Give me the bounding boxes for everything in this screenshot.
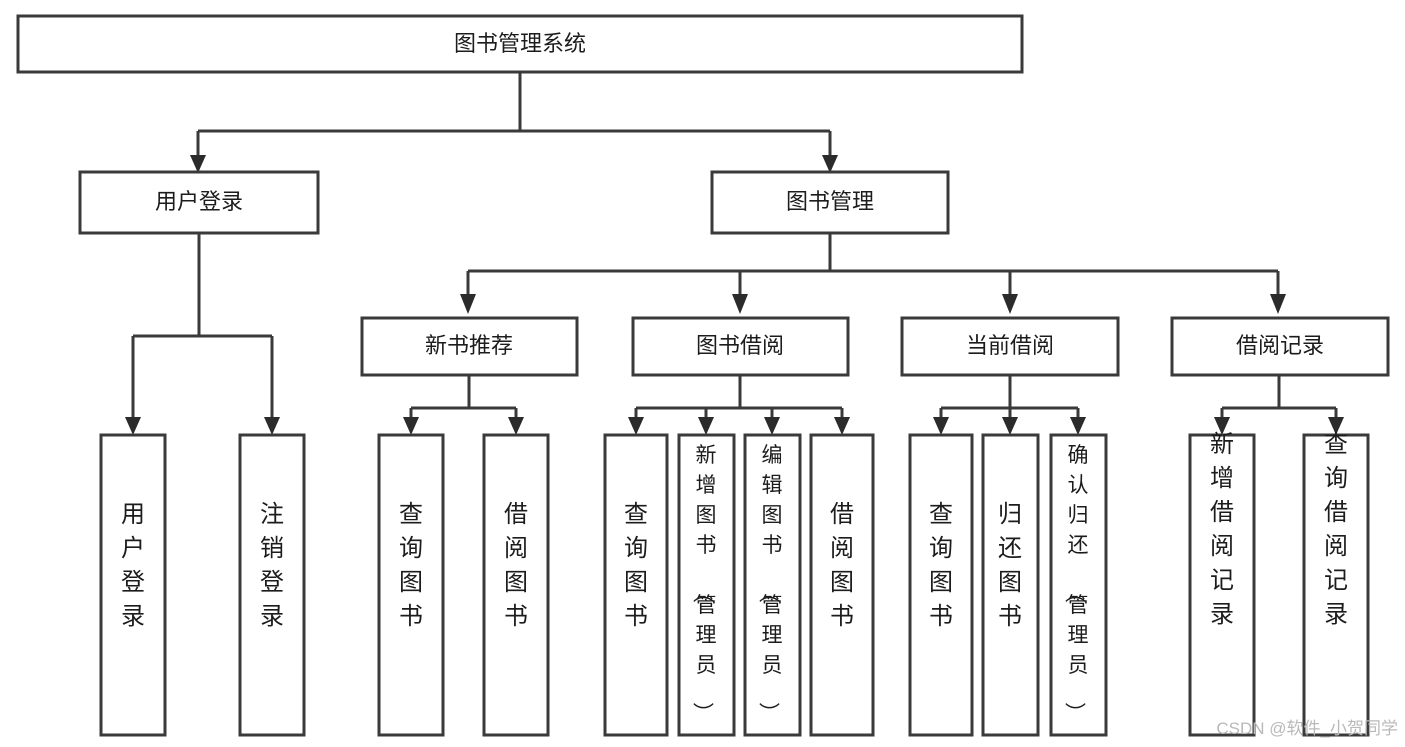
node-user-login[interactable]: 用户登录: [78, 170, 320, 235]
node-current-borrow-box[interactable]: [900, 316, 1120, 377]
leaf-query-book-3-box[interactable]: [908, 433, 974, 737]
arrow-leaf-query-borrow-record: [1328, 417, 1344, 435]
leaf-add-borrow-record-label: 新增借阅记录: [1210, 431, 1234, 628]
arrow-leaf-borrow-book-2: [834, 417, 850, 435]
leaf-add-borrow-record[interactable]: 新增借阅记录: [1188, 431, 1256, 737]
leaf-query-book-1[interactable]: 查询图书: [377, 433, 445, 737]
leaf-return-book-label: 归还图书: [998, 501, 1022, 630]
leaf-query-book-1-label: 查询图书: [399, 501, 423, 630]
leaf-query-borrow-record-box[interactable]: [1302, 433, 1370, 737]
arrow-leaf-user-login: [125, 417, 141, 435]
arrow-book-borrow: [732, 294, 748, 314]
arrow-leaf-query-book-3: [933, 417, 949, 435]
arrow-user-login: [190, 155, 206, 173]
leaf-borrow-book-2-label: 借阅图书: [830, 501, 854, 630]
node-new-book-recommend-label: 新书推荐: [425, 333, 513, 358]
leaf-borrow-book-2-box[interactable]: [809, 433, 875, 737]
leaf-return-book-box[interactable]: [981, 433, 1040, 737]
leaf-query-book-3-label: 查询图书: [929, 501, 953, 630]
arrow-leaf-confirm-return-admin: [1070, 417, 1086, 435]
node-user-login-label: 用户登录: [155, 189, 243, 214]
leaf-return-book[interactable]: 归还图书: [981, 433, 1040, 737]
leaf-edit-book-admin-box[interactable]: [743, 433, 802, 737]
arrow-leaf-query-book-1: [403, 417, 419, 435]
leaf-user-login-box[interactable]: [99, 433, 167, 737]
node-book-manage[interactable]: 图书管理: [710, 170, 950, 235]
arrow-new-book-recommend: [460, 294, 476, 314]
leaf-confirm-return-admin[interactable]: 确认归还（管理员）: [1049, 433, 1108, 737]
node-new-book-recommend[interactable]: 新书推荐: [360, 316, 579, 377]
node-root[interactable]: 图书管理系统: [16, 14, 1024, 74]
node-borrow-record-box[interactable]: [1170, 316, 1390, 377]
node-current-borrow-label: 当前借阅: [966, 333, 1054, 358]
connector-layer: [125, 72, 1344, 435]
node-book-manage-box[interactable]: [710, 170, 950, 235]
node-book-borrow-label: 图书借阅: [696, 333, 784, 358]
leaf-logout-login-label: 注销登录: [260, 501, 284, 630]
node-borrow-record[interactable]: 借阅记录: [1170, 316, 1390, 377]
leaf-edit-book-admin-label: 编辑图书（管理员）: [757, 444, 783, 723]
node-new-book-recommend-box[interactable]: [360, 316, 579, 377]
node-borrow-record-label: 借阅记录: [1236, 333, 1324, 358]
leaf-query-book-2[interactable]: 查询图书: [603, 433, 669, 737]
leaf-add-borrow-record-box[interactable]: [1188, 433, 1256, 737]
arrow-leaf-logout-login: [264, 417, 280, 435]
leaf-borrow-book-1-box[interactable]: [482, 433, 550, 737]
leaf-logout-login-box[interactable]: [238, 433, 306, 737]
leaf-add-book-admin[interactable]: 新增图书（管理员）: [677, 433, 736, 737]
node-current-borrow[interactable]: 当前借阅: [900, 316, 1120, 377]
arrow-leaf-add-book-admin: [698, 417, 714, 435]
leaf-user-login[interactable]: 用户登录: [99, 433, 167, 737]
leaf-borrow-book-1-label: 借阅图书: [504, 501, 528, 630]
leaf-query-book-3[interactable]: 查询图书: [908, 433, 974, 737]
arrow-current-borrow: [1002, 294, 1018, 314]
leaf-logout-login[interactable]: 注销登录: [238, 433, 306, 737]
leaf-add-book-admin-box[interactable]: [677, 433, 736, 737]
node-book-borrow[interactable]: 图书借阅: [631, 316, 850, 377]
leaf-query-borrow-record[interactable]: 查询借阅记录: [1302, 431, 1370, 737]
leaf-query-book-2-box[interactable]: [603, 433, 669, 737]
leaf-borrow-book-1[interactable]: 借阅图书: [482, 433, 550, 737]
node-root-label: 图书管理系统: [454, 31, 586, 56]
arrow-borrow-record: [1270, 294, 1286, 314]
leaf-query-book-1-box[interactable]: [377, 433, 445, 737]
arrow-leaf-query-book-2: [628, 417, 644, 435]
leaf-confirm-return-admin-label: 确认归还（管理员）: [1063, 444, 1089, 723]
csdn-watermark: CSDN @软件_小贺同学: [1216, 719, 1398, 738]
node-book-borrow-box[interactable]: [631, 316, 850, 377]
leaf-add-book-admin-label: 新增图书（管理员）: [691, 444, 717, 723]
node-user-login-box[interactable]: [78, 170, 320, 235]
leaf-query-borrow-record-label: 查询借阅记录: [1324, 431, 1348, 628]
leaf-confirm-return-admin-box[interactable]: [1049, 433, 1108, 737]
node-root-box[interactable]: [16, 14, 1024, 74]
leaf-edit-book-admin[interactable]: 编辑图书（管理员）: [743, 433, 802, 737]
arrow-leaf-edit-book-admin: [764, 417, 780, 435]
arrow-leaf-return-book: [1002, 417, 1018, 435]
leaf-borrow-book-2[interactable]: 借阅图书: [809, 433, 875, 737]
leaf-query-book-2-label: 查询图书: [624, 501, 648, 630]
arrow-leaf-add-borrow-record: [1214, 417, 1230, 435]
arrow-book-manage: [822, 155, 838, 173]
leaf-user-login-label: 用户登录: [121, 501, 145, 630]
arrow-leaf-borrow-book-1: [508, 417, 524, 435]
node-book-manage-label: 图书管理: [786, 189, 874, 214]
